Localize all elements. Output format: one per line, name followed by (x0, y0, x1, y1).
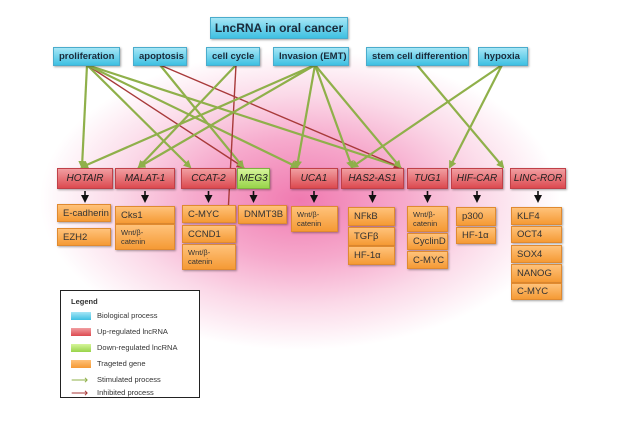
stimulated-edge (86, 63, 402, 169)
gene-box: Cks1 (115, 206, 175, 224)
lncrna-box: MALAT-1 (115, 168, 175, 189)
gene-box: EZH2 (57, 228, 111, 246)
lncrna-box: HAS2-AS1 (341, 168, 404, 189)
lncrna-box: LINC-ROR (510, 168, 566, 189)
process-box: stem cell differention (366, 47, 469, 66)
gene-box: TGFβ (348, 227, 395, 246)
legend-label: Inhibited process (97, 388, 154, 397)
legend-item-gene: Trageted gene (71, 359, 146, 368)
gene-box: Wnt/β- catenin (407, 206, 448, 232)
gene-box: HF-1α (456, 227, 496, 244)
legend-label: Stimulated process (97, 375, 161, 384)
process-box: Invasion (EMT) (273, 47, 349, 66)
gene-box: KLF4 (511, 207, 562, 225)
legend-item-process: Biological process (71, 311, 157, 320)
green-arrow-icon: ⟶ (71, 372, 89, 387)
legend-item-down: Down-regulated lncRNA (71, 343, 177, 352)
stimulated-edge (86, 64, 192, 169)
stimulated-edge (294, 64, 317, 169)
stimulated-edge (159, 64, 245, 169)
stimulated-edge (314, 64, 402, 169)
gene-box: SOX4 (511, 245, 562, 263)
legend-title: Legend (71, 297, 98, 306)
gene-box: p300 (456, 207, 496, 226)
lncrna-box: CCAT-2 (181, 168, 236, 189)
stimulated-edge (449, 64, 503, 169)
legend-item-inhibited: ⟶ Inhibited process (71, 385, 154, 400)
legend-swatch-green (71, 343, 91, 352)
red-arrow-icon: ⟶ (71, 385, 89, 400)
gene-box: DNMT3B (238, 205, 287, 224)
legend-item-stimulated: ⟶ Stimulated process (71, 372, 161, 387)
legend-swatch-blue (71, 311, 91, 320)
stimulated-edge (350, 64, 503, 169)
gene-box: CyclinD (407, 233, 448, 250)
lncrna-box: TUG1 (407, 168, 448, 189)
stimulated-edge (80, 63, 316, 169)
gene-box: Wnt/β- catenin (182, 244, 236, 270)
legend-label: Trageted gene (97, 359, 146, 368)
legend-item-up: Up-regulated lncRNA (71, 327, 168, 336)
legend-swatch-orange (71, 359, 91, 368)
gene-box: C-MYC (182, 205, 236, 223)
gene-box: C-MYC (407, 251, 448, 269)
inhibited-edge (224, 64, 237, 216)
stimulated-edge (137, 64, 316, 169)
gene-box: OCT4 (511, 226, 562, 243)
stimulated-edge (78, 64, 89, 169)
stimulated-edge (313, 64, 354, 169)
process-box: apoptosis (133, 47, 187, 66)
stimulated-edge (416, 64, 505, 169)
gene-box: NANOG (511, 264, 562, 283)
lncrna-box: HOTAIR (57, 168, 113, 189)
gene-box: Wnt/β- catenin (115, 224, 175, 250)
gene-box: Wnt/β- catenin (291, 206, 338, 232)
legend-label: Biological process (97, 311, 158, 320)
legend-label: Up-regulated lncRNA (97, 327, 168, 336)
process-box: cell cycle (206, 47, 260, 66)
stimulated-edge (137, 64, 237, 169)
gene-box: E-cadherin (57, 204, 111, 222)
gene-box: HF-1α (348, 246, 395, 265)
legend-label: Down-regulated lncRNA (97, 343, 178, 352)
lncrna-box: HIF-CAR (451, 168, 503, 189)
legend-swatch-red (71, 327, 91, 336)
lncrna-box: MEG3 (237, 168, 270, 189)
inhibited-edge (159, 64, 402, 169)
gene-box: C-MYC (511, 283, 562, 300)
stimulated-edge (86, 64, 299, 168)
process-box: hypoxia (478, 47, 528, 66)
gene-box: NFkB (348, 207, 395, 226)
inhibited-edge (86, 64, 245, 169)
gene-box: CCND1 (182, 225, 236, 243)
diagram-title: LncRNA in oral cancer (210, 17, 348, 39)
legend: Legend Biological process Up-regulated l… (60, 290, 200, 400)
lncrna-box: UCA1 (290, 168, 338, 189)
process-box: proliferation (53, 47, 120, 66)
